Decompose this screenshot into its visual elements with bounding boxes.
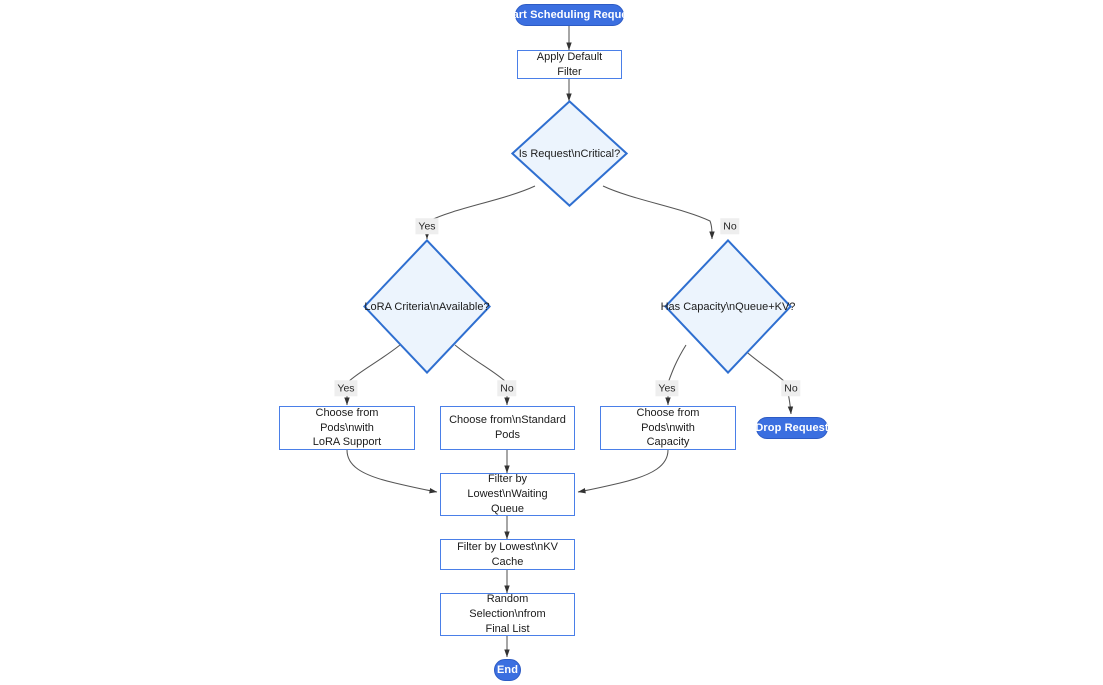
node-end[interactable]: End: [494, 659, 521, 681]
node-filter-kv-cache[interactable]: Filter by Lowest\nKV Cache: [440, 539, 575, 570]
node-choose-capacity-pods-label: Choose from Pods\nwith Capacity: [636, 406, 700, 449]
node-choose-standard-pods[interactable]: Choose from\nStandard Pods: [440, 406, 575, 450]
edge-label-capacity-yes: Yes: [655, 380, 679, 396]
node-filter-waiting-queue-label: Filter by Lowest\nWaiting Queue: [467, 473, 548, 515]
node-drop-request[interactable]: Drop Request: [755, 417, 829, 439]
node-filter-waiting-queue[interactable]: Filter by Lowest\nWaiting Queue: [440, 473, 575, 516]
node-start[interactable]: Start Scheduling Request: [501, 4, 638, 26]
node-choose-capacity-pods[interactable]: Choose from Pods\nwith Capacity: [600, 406, 736, 450]
node-is-request-critical[interactable]: Is Request\nCritical?: [511, 100, 628, 207]
edge-label-critical-no: No: [720, 218, 740, 234]
node-drop-request-label: Drop Request: [755, 422, 829, 434]
edge-capacity-pods-to-waiting-queue: [577, 449, 669, 494]
node-filter-kv-cache-label: Filter by Lowest\nKV Cache: [457, 540, 558, 568]
diamond-shape-critical: [511, 100, 628, 207]
node-choose-lora-pods-label: Choose from Pods\nwith LoRA Support: [312, 406, 382, 449]
node-random-selection-label: Random Selection\nfrom Final List: [469, 593, 546, 635]
node-has-capacity-label: Has Capacity\nQueue+KV?: [660, 300, 796, 313]
node-lora-criteria-available-label: LoRA Criteria\nAvailable?: [364, 300, 490, 313]
node-end-label: End: [496, 664, 519, 676]
diamond-shape-capacity: [664, 239, 792, 374]
node-choose-standard-pods-label: Choose from\nStandard Pods: [449, 414, 566, 441]
edge-label-critical-yes: Yes: [415, 218, 439, 234]
edge-label-lora-yes: Yes: [334, 380, 358, 396]
node-apply-default-filter[interactable]: Apply Default Filter: [517, 50, 622, 79]
node-is-request-critical-label: Is Request\nCritical?: [518, 147, 621, 160]
node-lora-criteria-available[interactable]: LoRA Criteria\nAvailable?: [363, 239, 491, 374]
node-choose-lora-pods[interactable]: Choose from Pods\nwith LoRA Support: [279, 406, 415, 450]
node-random-selection[interactable]: Random Selection\nfrom Final List: [440, 593, 575, 636]
diamond-shape-lora: [363, 239, 491, 374]
node-apply-default-filter-label: Apply Default Filter: [536, 50, 603, 78]
node-has-capacity[interactable]: Has Capacity\nQueue+KV?: [660, 239, 796, 374]
edge-label-lora-no: No: [497, 380, 517, 396]
node-start-label: Start Scheduling Request: [501, 9, 638, 21]
edge-lora-pods-to-waiting-queue: [346, 449, 438, 494]
edge-label-capacity-no: No: [781, 380, 801, 396]
